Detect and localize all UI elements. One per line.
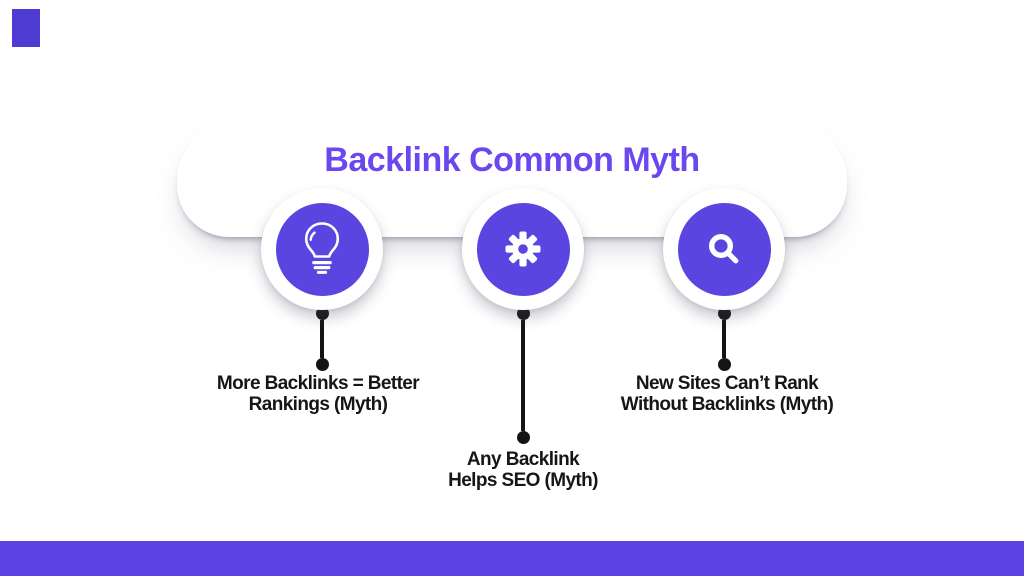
connector-3: [717, 307, 731, 371]
myth-label-3-line-2: Without Backlinks (Myth): [620, 393, 834, 415]
myth-circle-1: [275, 202, 369, 296]
myth-circle-3: [677, 202, 771, 296]
myth-label-2-line-2: Helps SEO (Myth): [448, 469, 598, 491]
myth-label-1: More Backlinks = Better Rankings (Myth): [216, 373, 420, 415]
connector-dot-top: [516, 307, 530, 320]
connector-2: [516, 307, 530, 444]
myth-label-3: New Sites Can’t Rank Without Backlinks (…: [620, 373, 834, 415]
connector-dot-bottom: [516, 431, 530, 444]
myth-label-3-line-1: New Sites Can’t Rank: [635, 373, 819, 394]
myth-label-1-line-2: Rankings (Myth): [248, 393, 388, 415]
lightbulb-icon: [304, 222, 340, 274]
myth-node-2: [462, 188, 584, 310]
connector-dot-top: [315, 307, 329, 320]
connector-1: [315, 307, 329, 371]
myth-label-2-line-1: Any Backlink: [466, 449, 580, 470]
connector-stem: [521, 320, 525, 431]
myth-node-3: [663, 188, 785, 310]
myth-circle-2: [476, 202, 570, 296]
connector-stem: [320, 320, 324, 358]
connector-dot-bottom: [315, 358, 329, 371]
myth-label-1-line-1: More Backlinks = Better: [216, 373, 420, 394]
connector-dot-bottom: [717, 358, 731, 371]
gear-icon: [505, 231, 541, 267]
connector-dot-top: [717, 307, 731, 320]
footer-accent-bar: [0, 541, 1024, 576]
corner-accent-square: [12, 9, 40, 47]
search-icon: [708, 233, 739, 264]
page-title: Backlink Common Myth: [324, 141, 700, 179]
myth-label-2: Any Backlink Helps SEO (Myth): [448, 449, 598, 491]
connector-stem: [722, 320, 726, 358]
myth-node-1: [261, 188, 383, 310]
